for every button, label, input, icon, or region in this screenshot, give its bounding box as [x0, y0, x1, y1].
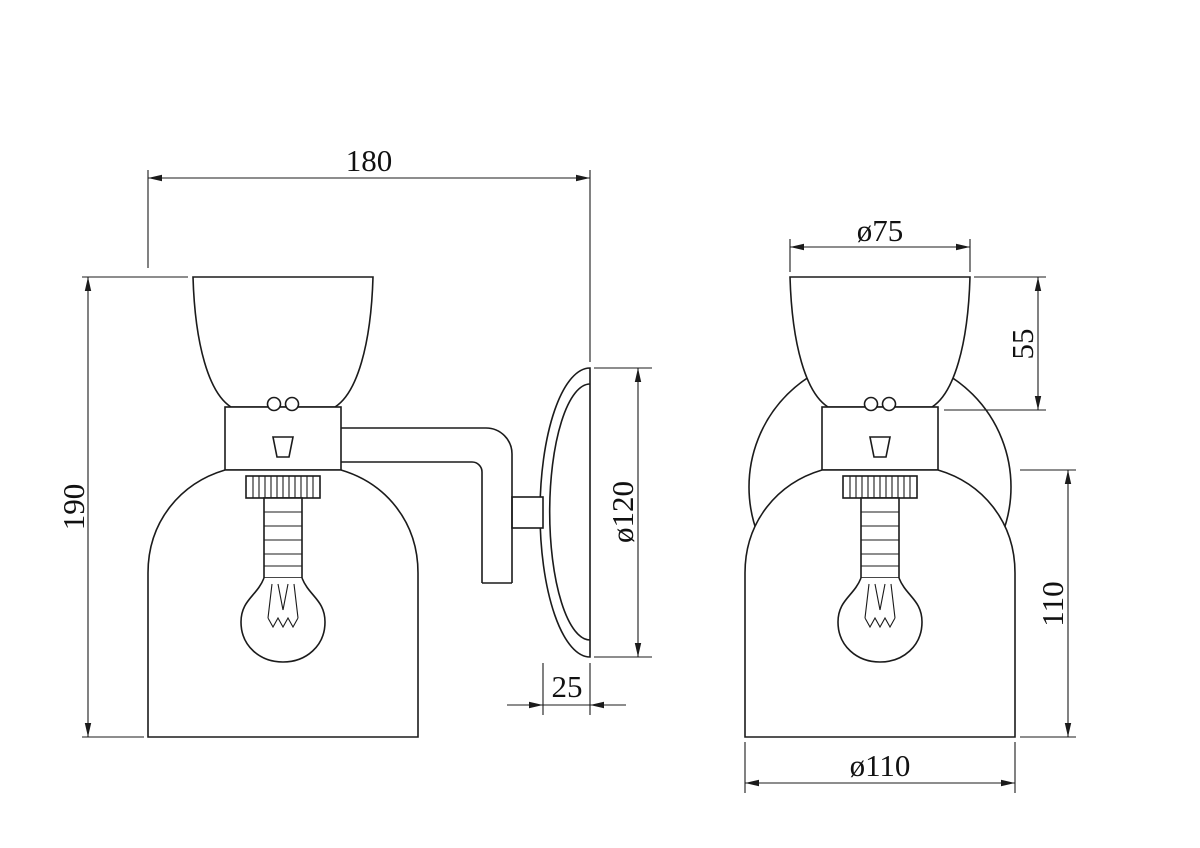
dimension-label-backplate-thickness: 25: [552, 669, 583, 704]
dimension-bottom-shade-diameter: ø110: [744, 742, 1016, 793]
dimension-label-bottom-shade-height: 110: [1035, 581, 1070, 626]
extension-lines: [594, 367, 652, 658]
extension-lines: [944, 276, 1046, 411]
lamp-body-front: [744, 276, 1016, 738]
dimension-backplate-diameter: ø120: [594, 367, 652, 658]
mounting-arm-inner: [341, 461, 483, 583]
extension-lines: [147, 170, 591, 362]
dimension-top-shade-diameter: ø75: [789, 213, 971, 272]
side-view: 180 190 ø120 25: [56, 143, 652, 738]
backplate-side-rim: [548, 383, 591, 641]
extension-lines: [82, 276, 188, 738]
dimension-depth: 180: [147, 143, 591, 362]
front-view: ø75 55 110 ø110: [744, 213, 1076, 793]
dimension-label-bottom-shade-diameter: ø110: [850, 748, 911, 783]
dimension-bottom-shade-height: 110: [1020, 469, 1076, 738]
dimension-height: 190: [56, 276, 188, 738]
dimension-label-backplate-diameter: ø120: [605, 481, 640, 543]
arm-connector: [511, 496, 544, 529]
dimension-backplate-thickness: 25: [507, 663, 626, 715]
dimension-top-shade-height: 55: [944, 276, 1046, 411]
mounting-arm-outer: [341, 427, 513, 583]
lamp-body-side: [147, 276, 419, 738]
dimension-label-height: 190: [56, 484, 91, 531]
dimension-label-top-shade-height: 55: [1005, 329, 1040, 360]
dimension-label-depth: 180: [346, 143, 393, 178]
dimension-label-top-shade-diameter: ø75: [857, 213, 904, 248]
